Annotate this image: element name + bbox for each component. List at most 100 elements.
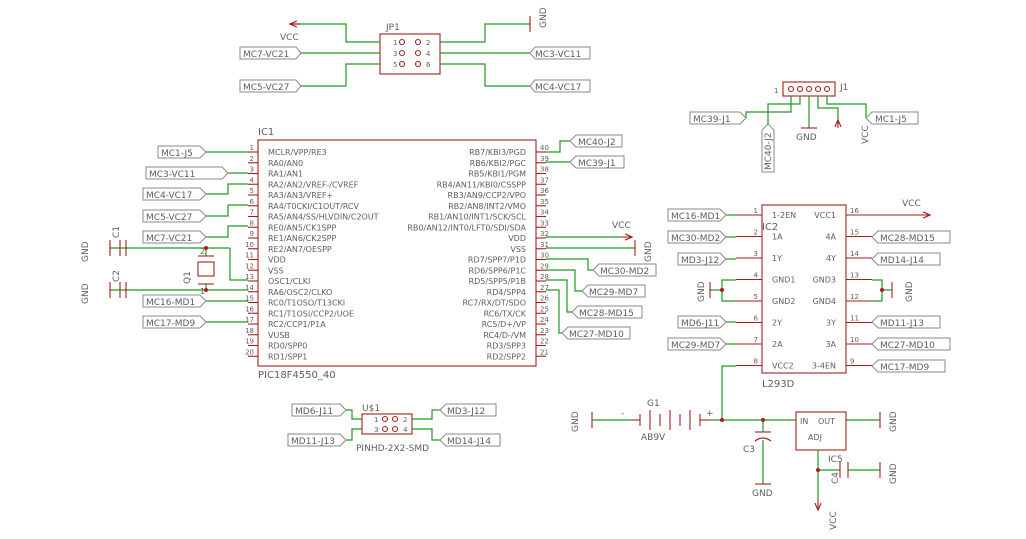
jp1-header[interactable]: JP1 1 2 3 4 5 6 xyxy=(379,23,441,75)
net-label-mc16-md1-ic2[interactable]: MC16-MD1 xyxy=(667,208,727,222)
net-label-mc30-md2-ic1[interactable]: MC30-MD2 xyxy=(592,263,657,277)
net-label-md14-j14[interactable]: MD14-J14 xyxy=(439,433,501,447)
regulator-ic5[interactable]: IN OUT ADJ IC5 xyxy=(795,411,847,465)
net-label-mc29-md7-ic2[interactable]: MC29-MD7 xyxy=(667,337,727,351)
ic1-body[interactable] xyxy=(257,139,537,367)
capacitor-c1[interactable]: C1 xyxy=(112,226,127,256)
net-label-mc7-vc21[interactable]: MC7-VC21 xyxy=(239,46,302,60)
ic2-right-9[interactable]: 93-4EN xyxy=(812,358,872,371)
capacitor-c4[interactable]: C4 xyxy=(831,462,849,484)
net-label-mc40-j2-ic1[interactable]: MC40-J2 xyxy=(569,134,623,148)
net-label-mc27-md10-ic1[interactable]: MC27-MD10 xyxy=(561,326,631,340)
ic2-body[interactable] xyxy=(761,204,847,374)
net-label-mc3-vc11-ic1[interactable]: MC3-VC11 xyxy=(145,166,229,180)
j1-connector[interactable]: J1 1 xyxy=(774,81,848,97)
capacitor-c2[interactable]: C2 xyxy=(112,270,127,298)
net-label-mc16-md1-ic1[interactable]: MC16-MD1 xyxy=(142,294,207,308)
net-label-mc17-md9-ic1[interactable]: MC17-MD9 xyxy=(142,315,207,329)
crystal-q1[interactable]: Q1 2 1 xyxy=(183,247,215,296)
u1-header[interactable]: U$1 1 2 3 4 PINHD-2X2-SMD xyxy=(356,404,429,454)
net-label-md14-j14-ic2[interactable]: MD14-J14 xyxy=(871,252,941,266)
net-label-mc39-j1-ic1[interactable]: MC39-J1 xyxy=(569,155,625,169)
net-label-mc29-md7-ic1[interactable]: MC29-MD7 xyxy=(581,284,646,298)
net-label-md3-j12-ic2[interactable]: MD3-J12 xyxy=(677,252,727,266)
net-label-mc28-md15-ic2[interactable]: MC28-MD15 xyxy=(871,230,951,244)
net-label-md6-j11-ic2[interactable]: MD6-J11 xyxy=(677,315,727,329)
net-label-mc7-vc21-ic1[interactable]: MC7-VC21 xyxy=(142,230,207,244)
net-label-mc1-j5[interactable]: MC1-J5 xyxy=(865,111,919,125)
net-label-mc5-vc27[interactable]: MC5-VC27 xyxy=(239,79,302,93)
net-label-md6-j11[interactable]: MD6-J11 xyxy=(291,403,347,417)
net-label-mc28-md15-ic1[interactable]: MC28-MD15 xyxy=(571,305,643,319)
net-label-mc5-vc27-ic1[interactable]: MC5-VC27 xyxy=(142,209,207,223)
net-label-mc3-vc11[interactable]: MC3-VC11 xyxy=(529,46,591,60)
net-label-md3-j12[interactable]: MD3-J12 xyxy=(439,403,497,417)
capacitor-c3[interactable]: C3 xyxy=(743,431,772,455)
net-label-mc27-md10-ic2[interactable]: MC27-MD10 xyxy=(871,337,951,351)
net-label-mc4-vc17[interactable]: MC4-VC17 xyxy=(529,79,591,93)
net-label-mc39-j1[interactable]: MC39-J1 xyxy=(689,111,747,125)
battery-g1[interactable]: G1 AB9V - + xyxy=(592,399,714,443)
net-label-mc1-j5-ic1[interactable]: MC1-J5 xyxy=(157,145,207,159)
net-label-mc4-vc17-ic1[interactable]: MC4-VC17 xyxy=(142,187,207,201)
net-label-md11-j13[interactable]: MD11-J13 xyxy=(287,433,347,447)
net-label-mc17-md9-ic2[interactable]: MC17-MD9 xyxy=(871,359,946,373)
net-label-mc30-md2-ic2[interactable]: MC30-MD2 xyxy=(667,230,727,244)
